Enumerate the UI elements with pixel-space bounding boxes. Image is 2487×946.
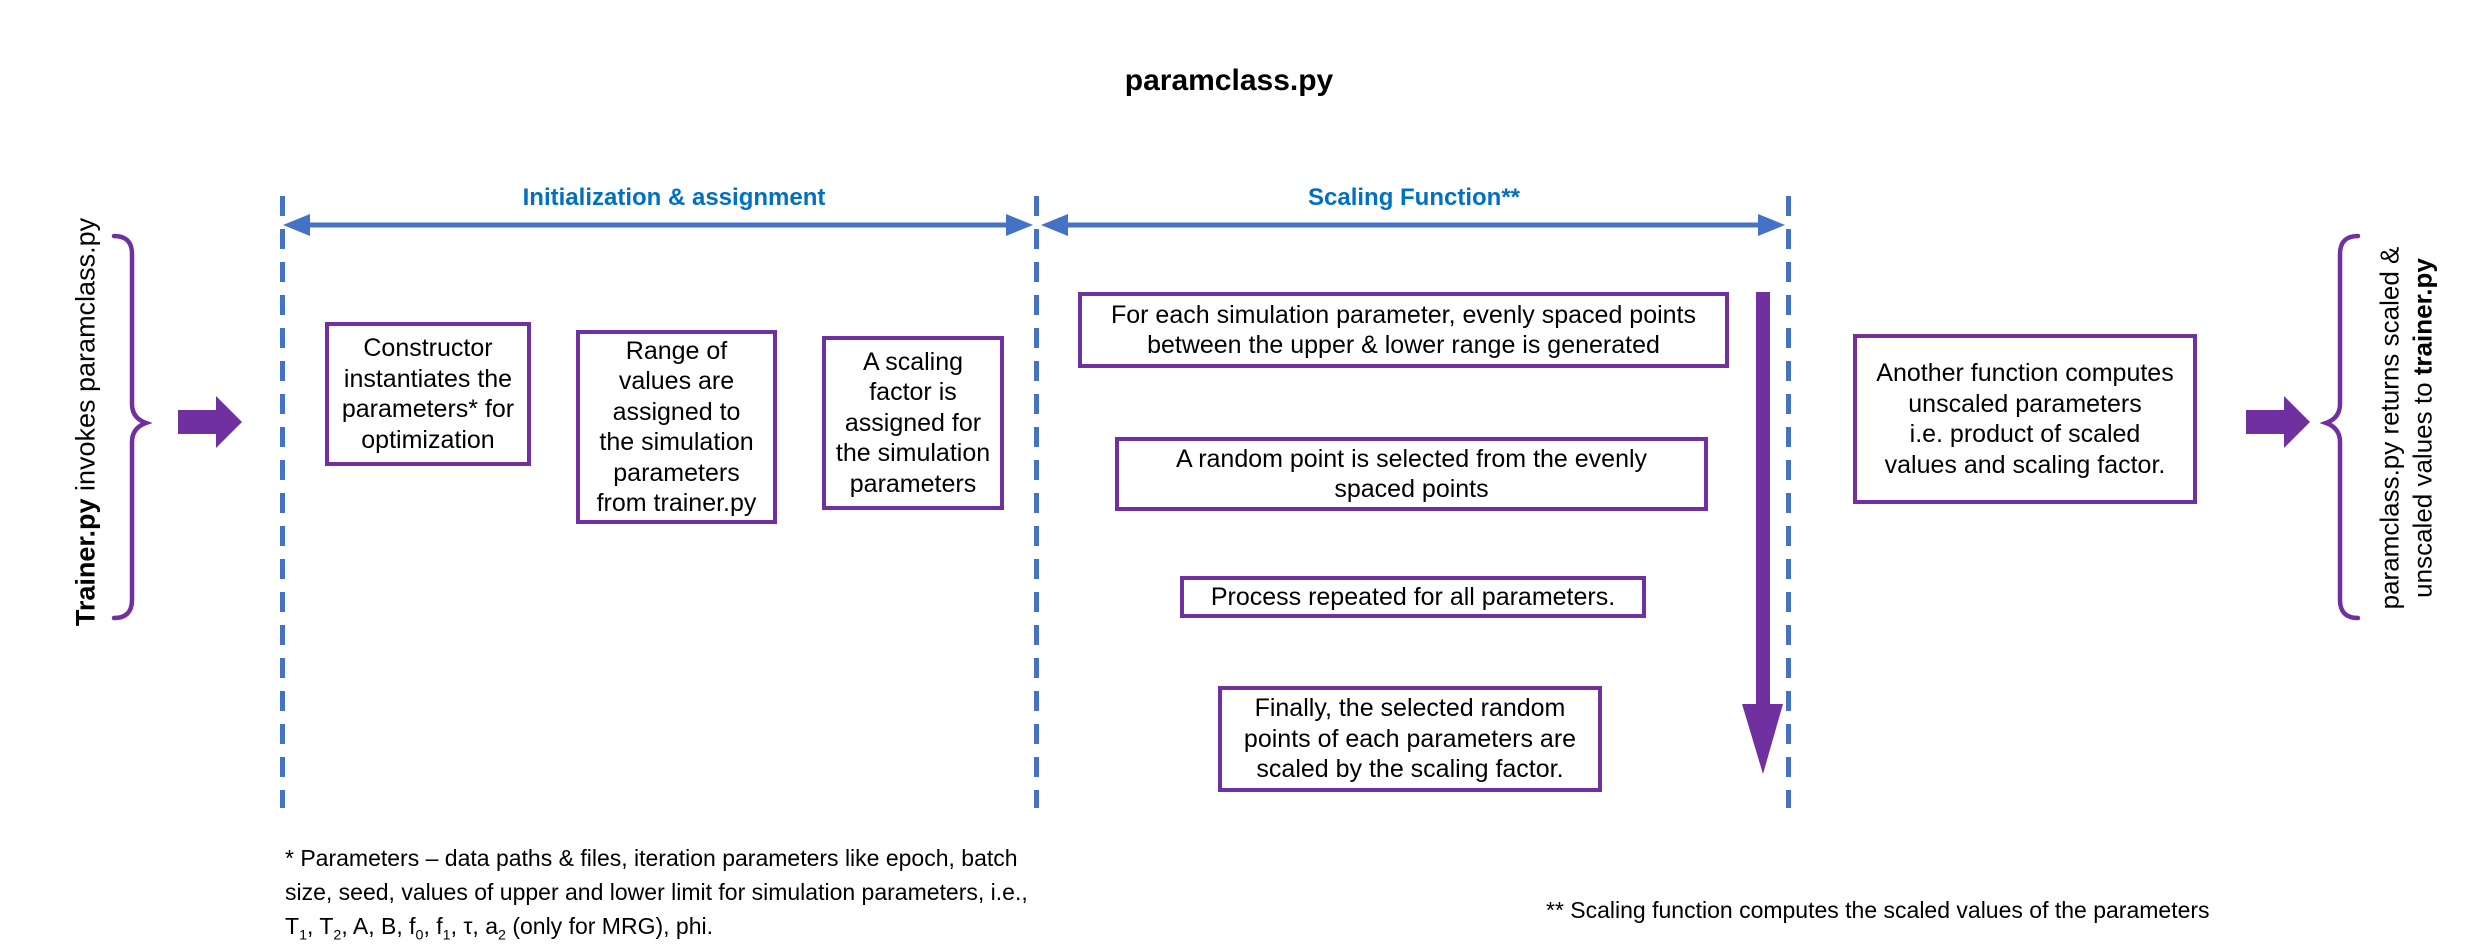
box-scaling-factor: A scaling factor is assigned for the sim… <box>822 336 1004 510</box>
section-header-scaling: Scaling Function** <box>1307 184 1521 211</box>
dashed-divider-right <box>1786 196 1791 808</box>
left-curly-brace-icon <box>111 233 152 621</box>
box-range-assignment: Range of values are assigned to the simu… <box>576 330 777 524</box>
dashed-divider-left <box>280 196 285 808</box>
right-return-label: paramclass.py returns scaled & unscaled … <box>2374 247 2439 610</box>
box-random-point: A random point is selected from the even… <box>1115 437 1708 511</box>
right-curly-brace-icon <box>2320 233 2361 621</box>
footnote-parameters-line3: T1, T2, A, B, f0, f1, τ, a2 (only for MR… <box>285 913 713 944</box>
box-evenly-spaced-points: For each simulation parameter, evenly sp… <box>1078 292 1729 368</box>
footnote-parameters: * Parameters – data paths & files, itera… <box>285 841 1028 943</box>
dashed-divider-middle <box>1034 196 1039 808</box>
box-unscaled-computation: Another function computes unscaled param… <box>1853 334 2197 504</box>
footnote-parameters-line2: size, seed, values of upper and lower li… <box>285 879 1028 905</box>
box-final-scaling: Finally, the selected random points of e… <box>1218 686 1602 792</box>
scaling-flow-down-arrow-icon <box>1742 292 1783 774</box>
footnote-scaling: ** Scaling function computes the scaled … <box>1546 897 2210 923</box>
box-process-repeated: Process repeated for all parameters. <box>1180 576 1646 618</box>
right-return-label-line1: paramclass.py returns scaled & <box>2374 246 2405 610</box>
left-flow-arrow-icon <box>178 396 242 448</box>
page-title: paramclass.py <box>1124 64 1334 97</box>
box-constructor: Constructor instantiates the parameters*… <box>325 322 531 466</box>
right-flow-arrow-icon <box>2246 396 2310 448</box>
span-arrow-initialization-icon <box>283 214 1033 236</box>
footnote-parameters-line1: * Parameters – data paths & files, itera… <box>285 845 1018 871</box>
right-return-label-line2: unscaled values to trainer.py <box>2407 258 2437 598</box>
left-invoke-label: Trainer.py invokes paramclass.py <box>70 217 101 627</box>
span-arrow-scaling-icon <box>1041 214 1785 236</box>
section-header-initialization: Initialization & assignment <box>522 184 826 211</box>
